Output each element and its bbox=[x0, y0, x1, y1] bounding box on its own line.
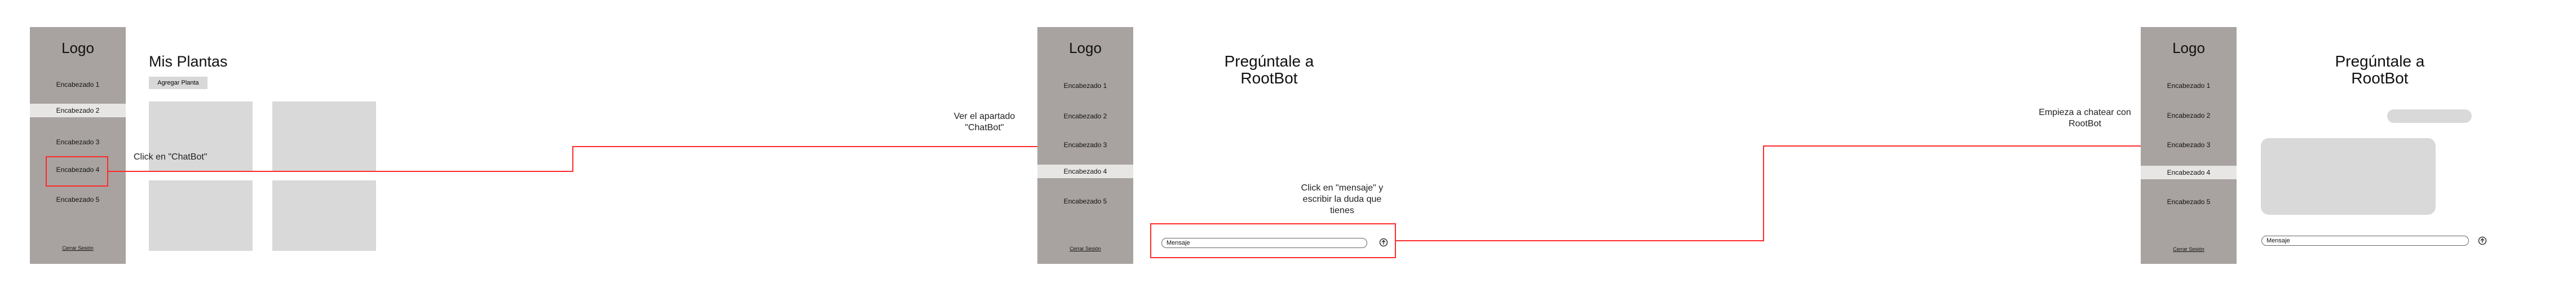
sidebar-item-encabezado-1[interactable]: Encabezado 1 bbox=[2167, 82, 2211, 90]
sidebar-item-encabezado-3[interactable]: Encabezado 3 bbox=[56, 138, 100, 146]
message-input[interactable]: Mensaje bbox=[2261, 236, 2469, 246]
logo: Logo bbox=[2172, 39, 2205, 56]
logout-link[interactable]: Cerrar Sesión bbox=[1070, 246, 1101, 251]
start-chat-line-1: Empieza a chatear con bbox=[2039, 108, 2131, 117]
sidebar-item-encabezado-5[interactable]: Encabezado 5 bbox=[2167, 198, 2211, 206]
sidebar-item-encabezado-1[interactable]: Encabezado 1 bbox=[1063, 82, 1107, 90]
plants-screen: Logo Encabezado 1 Encabezado 2 Encabezad… bbox=[30, 27, 391, 264]
conversation-screen: Logo Encabezado 1 Encabezado 2 Encabezad… bbox=[2141, 27, 2512, 264]
sidebar-item-encabezado-3[interactable]: Encabezado 3 bbox=[2167, 141, 2211, 149]
message-highlight bbox=[1150, 223, 1396, 258]
click-message-note: Click en "mensaje" y escribir la duda qu… bbox=[1284, 183, 1400, 216]
plant-card[interactable] bbox=[149, 180, 253, 251]
see-chatbot-note: Ver el apartado "ChatBot" bbox=[936, 111, 1032, 134]
chatbot-title-line-2: RootBot bbox=[1240, 69, 1298, 87]
click-chatbot-note: Click en "ChatBot" bbox=[134, 152, 207, 162]
start-chat-line-2: RootBot bbox=[2069, 119, 2101, 129]
sidebar-item-encabezado-4[interactable]: Encabezado 4 bbox=[2141, 166, 2237, 179]
plant-card[interactable] bbox=[272, 101, 376, 172]
sidebar-item-encabezado-2[interactable]: Encabezado 2 bbox=[2167, 112, 2211, 120]
sidebar: Logo Encabezado 1 Encabezado 2 Encabezad… bbox=[1037, 27, 1133, 264]
plant-card[interactable] bbox=[272, 180, 376, 251]
chatbot-title: Pregúntale a RootBot bbox=[1213, 53, 1325, 87]
sidebar-item-encabezado-2[interactable]: Encabezado 2 bbox=[30, 104, 126, 117]
conversation-title-line-2: RootBot bbox=[2351, 69, 2409, 87]
click-message-line-1: Click en "mensaje" y bbox=[1301, 183, 1384, 193]
sidebar-item-encabezado-5[interactable]: Encabezado 5 bbox=[56, 196, 100, 204]
bot-message-bubble bbox=[2261, 138, 2436, 215]
see-chatbot-line-1: Ver el apartado bbox=[953, 112, 1015, 121]
chatbot-target-highlight bbox=[46, 156, 108, 187]
sidebar: Logo Encabezado 1 Encabezado 2 Encabezad… bbox=[30, 27, 126, 264]
logout-link[interactable]: Cerrar Sesión bbox=[2173, 246, 2204, 252]
user-message-bubble bbox=[2387, 109, 2472, 123]
sidebar: Logo Encabezado 1 Encabezado 2 Encabezad… bbox=[2141, 27, 2237, 264]
send-icon[interactable] bbox=[2478, 236, 2487, 245]
conversation-title: Pregúntale a RootBot bbox=[2323, 53, 2436, 87]
sidebar-item-encabezado-1[interactable]: Encabezado 1 bbox=[56, 81, 100, 89]
click-message-line-2: escribir la duda que bbox=[1302, 194, 1382, 204]
chatbot-screen: Logo Encabezado 1 Encabezado 2 Encabezad… bbox=[1037, 27, 1405, 264]
conversation-title-line-1: Pregúntale a bbox=[2335, 52, 2425, 70]
see-chatbot-line-2: "ChatBot" bbox=[965, 123, 1004, 132]
page-title: Mis Plantas bbox=[149, 53, 228, 70]
sidebar-item-encabezado-4[interactable]: Encabezado 4 bbox=[56, 166, 100, 174]
sidebar-item-encabezado-2[interactable]: Encabezado 2 bbox=[1063, 112, 1107, 120]
start-chat-note: Empieza a chatear con RootBot bbox=[2031, 107, 2138, 130]
send-icon[interactable] bbox=[1379, 238, 1388, 247]
add-plant-button[interactable]: Agregar Planta bbox=[149, 77, 207, 89]
message-input[interactable]: Mensaje bbox=[1161, 238, 1367, 248]
logo: Logo bbox=[1069, 39, 1102, 56]
sidebar-item-encabezado-4[interactable]: Encabezado 4 bbox=[1037, 165, 1133, 178]
logo: Logo bbox=[61, 39, 94, 56]
chatbot-title-line-1: Pregúntale a bbox=[1224, 52, 1314, 70]
click-message-line-3: tienes bbox=[1330, 206, 1354, 215]
sidebar-item-encabezado-5[interactable]: Encabezado 5 bbox=[1063, 197, 1107, 205]
sidebar-item-encabezado-3[interactable]: Encabezado 3 bbox=[1063, 141, 1107, 149]
connector-message-flow bbox=[1396, 145, 2141, 241]
logout-link[interactable]: Cerrar Sesión bbox=[62, 245, 94, 251]
